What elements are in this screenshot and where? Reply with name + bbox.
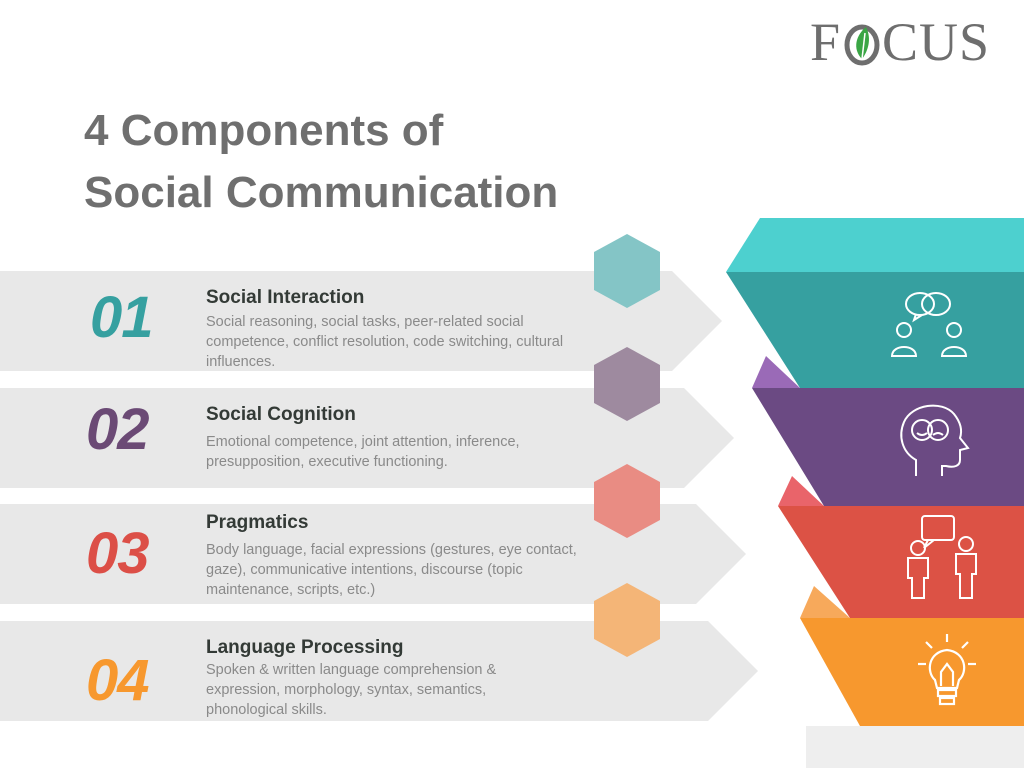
- head-emotions-icon: [900, 404, 970, 476]
- funnel-layer-01-top: [726, 218, 1024, 272]
- component-number-02: 02: [86, 397, 150, 462]
- band-03-arrow: [696, 504, 746, 604]
- component-title-01: Social Interaction: [206, 287, 365, 308]
- people-speech-icon: [907, 515, 977, 599]
- funnel-graphic: [726, 218, 1024, 726]
- component-description-04: Spoken & written language comprehension …: [206, 662, 497, 718]
- component-title-03: Pragmatics: [206, 512, 309, 533]
- component-title-02: Social Cognition: [206, 404, 356, 425]
- component-title-04: Language Processing: [206, 637, 404, 658]
- leaf-o-icon: [842, 19, 881, 66]
- band-04: [0, 621, 708, 721]
- logo-letters-cus: CUS: [881, 12, 990, 72]
- band-01-arrow: [672, 271, 722, 371]
- component-number-03: 03: [86, 521, 150, 586]
- hexagon-03: [594, 464, 660, 538]
- component-number-04: 04: [86, 648, 150, 713]
- component-description-02: Emotional competence, joint attention, i…: [206, 434, 520, 470]
- title-line-2: Social Communication: [84, 168, 559, 217]
- band-04-arrow: [708, 621, 758, 721]
- funnel-layer-04-front: [800, 618, 1024, 726]
- component-number-01: 01: [90, 285, 154, 350]
- band-02-arrow: [684, 388, 734, 488]
- funnel-layer-02-side: [752, 356, 800, 388]
- funnel-layer-03-front: [778, 506, 1024, 618]
- hexagon-04: [594, 583, 660, 657]
- footer-block: [806, 726, 1024, 768]
- logo-letter-f: F: [810, 12, 842, 72]
- component-description-03: Body language, facial expressions (gestu…: [206, 542, 577, 598]
- band-02: [0, 388, 684, 488]
- lightbulb-icon: [918, 634, 976, 706]
- funnel-layer-04-side: [800, 586, 850, 618]
- component-description-01: Social reasoning, social tasks, peer-rel…: [206, 314, 564, 370]
- band-01: [0, 271, 672, 371]
- title-line-1: 4 Components of: [84, 106, 444, 155]
- band-03: [0, 504, 696, 604]
- focus-logo: F CUS: [810, 14, 990, 70]
- funnel-layer-03-side: [778, 476, 824, 506]
- page-title: 4 Components of Social Communication: [84, 100, 644, 224]
- hexagon-02: [594, 347, 660, 421]
- chat-people-icon: [890, 292, 968, 357]
- hexagon-01: [594, 234, 660, 308]
